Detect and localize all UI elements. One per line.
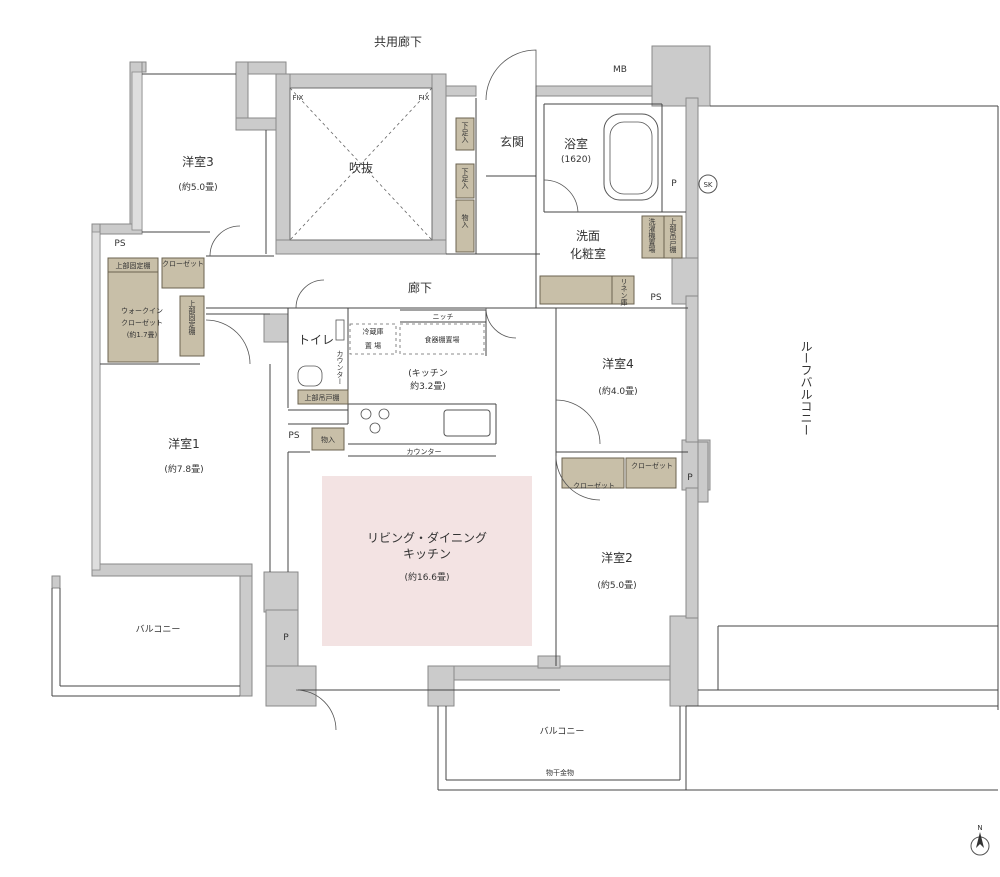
label-youshitsu-2: 洋室2 <box>601 550 633 565</box>
label-genkan: 玄関 <box>500 134 524 149</box>
north-arrow-icon <box>970 832 990 856</box>
label-counter-v: カウンター <box>336 350 344 385</box>
label-mono-2: 物入 <box>321 435 335 444</box>
walls <box>51 45 711 707</box>
label-geta-2: 下足入 <box>461 168 469 189</box>
label-youshitsu-1: 洋室1 <box>168 436 200 451</box>
label-reizouko: 冷蔵庫 <box>363 327 384 336</box>
label-sk: SK <box>703 181 712 189</box>
door-swings <box>205 49 601 731</box>
label-roof-balcony: ルーフバルコニー <box>799 340 813 436</box>
interior-lines <box>51 73 999 791</box>
label-youshitsu-3-area: (約5.0畳) <box>178 181 217 193</box>
label-kitchen: (キッチン <box>408 368 448 379</box>
ldk-floor <box>322 476 532 646</box>
label-mb: MB <box>613 65 627 75</box>
label-niche: ニッチ <box>433 313 454 321</box>
label-youshitsu-4-area: (約4.0畳) <box>598 385 637 397</box>
label-kitchen-area: 約3.2畳) <box>410 380 446 392</box>
label-p-3: P <box>283 633 289 643</box>
label-toilet: トイレ <box>298 333 334 347</box>
label-sentakuki: 洗濯機置場 <box>648 217 656 254</box>
label-wic-area: (約1.7畳) <box>127 330 158 339</box>
storage-areas <box>107 117 683 489</box>
fukinuke-void <box>289 87 433 241</box>
label-balcony-1: バルコニー <box>136 624 181 635</box>
label-keshoushitsu: 化粧室 <box>570 246 606 261</box>
label-counter: カウンター <box>407 447 442 456</box>
label-fukinuke: 吹抜 <box>349 161 373 175</box>
label-ldk-2: キッチン <box>403 547 451 561</box>
labels: 共用廊下 MB FIX FIX 吹抜 玄関 下足入 下足入 物入 浴室 (162… <box>114 34 982 832</box>
label-p-2: P <box>687 473 693 483</box>
label-mono-1: 物入 <box>461 213 469 228</box>
label-closet-3: クローゼット <box>573 481 615 490</box>
label-joubu-todana: 上部吊戸棚 <box>669 217 677 254</box>
label-ps-2: PS <box>650 293 661 303</box>
label-youshitsu-1-area: (約7.8畳) <box>164 463 203 475</box>
label-wic-2: クローゼット <box>121 318 163 327</box>
label-closet-1: クローゼット <box>162 259 204 268</box>
label-rouka: 廊下 <box>408 280 432 295</box>
label-ps-1: PS <box>114 239 125 249</box>
label-joubu-toilet: 上部吊戸棚 <box>305 393 340 402</box>
label-joubu-kotei-2: 上部固定棚 <box>188 299 196 336</box>
label-senmen: 洗面 <box>576 229 600 243</box>
label-ldk-area: (約16.6畳) <box>404 571 449 583</box>
label-monohoshi: 物干金物 <box>546 768 574 777</box>
label-youshitsu-4: 洋室4 <box>602 356 634 371</box>
label-okiba: 置 場 <box>365 341 381 350</box>
label-youshitsu-3: 洋室3 <box>182 154 214 169</box>
label-yokushitsu: 浴室 <box>564 136 588 151</box>
label-north: N <box>977 824 982 832</box>
label-shokkidana: 食器棚置場 <box>425 335 460 344</box>
label-wic: ウォークイン <box>121 307 163 315</box>
label-p-1: P <box>671 179 677 189</box>
label-geta-1: 下足入 <box>461 122 469 143</box>
bathtub <box>603 113 659 201</box>
label-corridor-common: 共用廊下 <box>374 34 422 49</box>
label-balcony-2: バルコニー <box>540 726 585 737</box>
label-linen: リネン庫 <box>620 278 628 307</box>
label-ldk-1: リビング・ダイニング <box>367 530 487 545</box>
label-fix-2: FIX <box>419 94 430 102</box>
label-fix-1: FIX <box>293 94 304 102</box>
label-closet-2: クローゼット <box>631 461 673 470</box>
toilet-fixture <box>297 319 345 387</box>
label-yokushitsu-size: (1620) <box>561 155 591 165</box>
sk-circle <box>698 174 718 194</box>
kitchen-fixtures <box>349 323 491 437</box>
label-joubu-kotei-1: 上部固定棚 <box>116 261 151 270</box>
label-ps-3: PS <box>288 431 299 441</box>
label-youshitsu-2-area: (約5.0畳) <box>597 579 636 591</box>
hatched-wall <box>91 71 143 571</box>
